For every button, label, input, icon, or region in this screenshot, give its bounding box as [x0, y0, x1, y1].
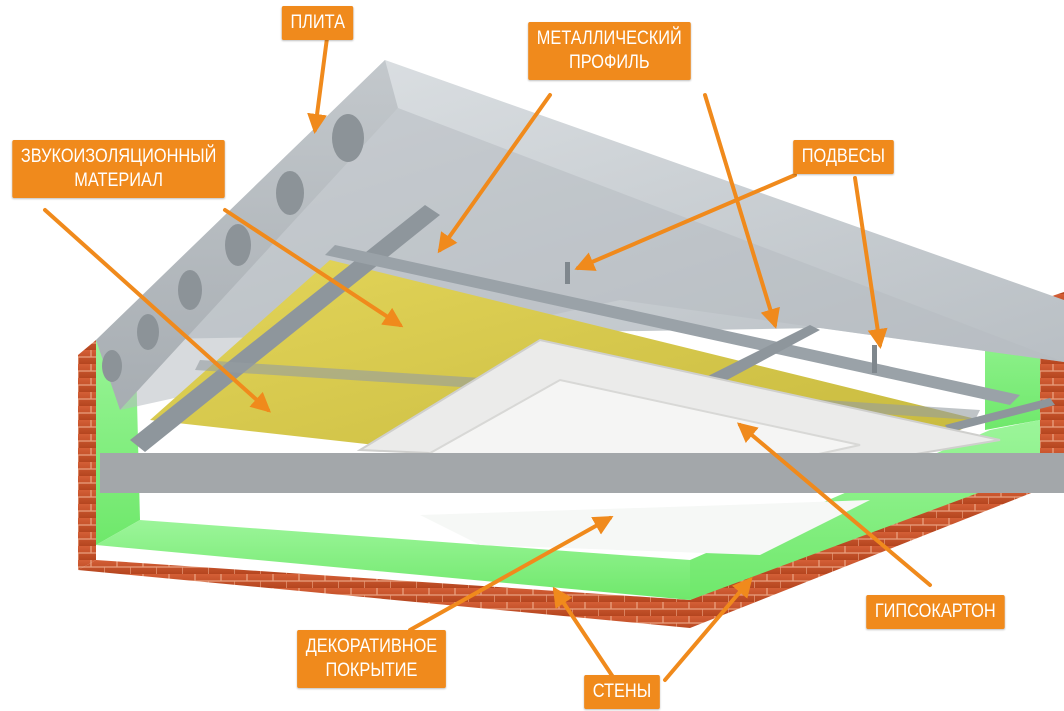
label-metal-profile-line2: ПРОФИЛЬ [568, 52, 650, 73]
label-plita: ПЛИТА [281, 6, 354, 40]
label-decorative-coating-line2: ПОКРЫТИЕ [325, 660, 418, 681]
front-beam [100, 453, 1064, 493]
label-walls: СТЕНЫ [584, 675, 660, 709]
slab-holes [102, 114, 364, 382]
label-decorative-coating: ДЕКОРАТИВНОЕ ПОКРЫТИЕ [297, 630, 446, 688]
label-metal-profile-line1: МЕТАЛЛИЧЕСКИЙ [536, 28, 682, 49]
label-hangers-text: ПОДВЕСЫ [801, 146, 886, 167]
label-insulation: ЗВУКОИЗОЛЯЦИОННЫЙ МАТЕРИАЛ [12, 140, 226, 198]
decorative-finish [420, 500, 870, 555]
label-decorative-coating-line1: ДЕКОРАТИВНОЕ [305, 636, 438, 657]
label-walls-text: СТЕНЫ [592, 681, 652, 702]
label-metal-profile: МЕТАЛЛИЧЕСКИЙ ПРОФИЛЬ [528, 22, 691, 80]
label-insulation-line2: МАТЕРИАЛ [74, 170, 164, 191]
label-hangers: ПОДВЕСЫ [793, 140, 894, 174]
pointer-arrows [43, 36, 932, 682]
label-drywall-text: ГИПСОКАРТОН [874, 601, 996, 622]
label-insulation-line1: ЗВУКОИЗОЛЯЦИОННЫЙ [20, 146, 217, 167]
label-plita-text: ПЛИТА [290, 12, 345, 33]
hangers [565, 262, 877, 373]
label-drywall: ГИПСОКАРТОН [866, 595, 1005, 629]
